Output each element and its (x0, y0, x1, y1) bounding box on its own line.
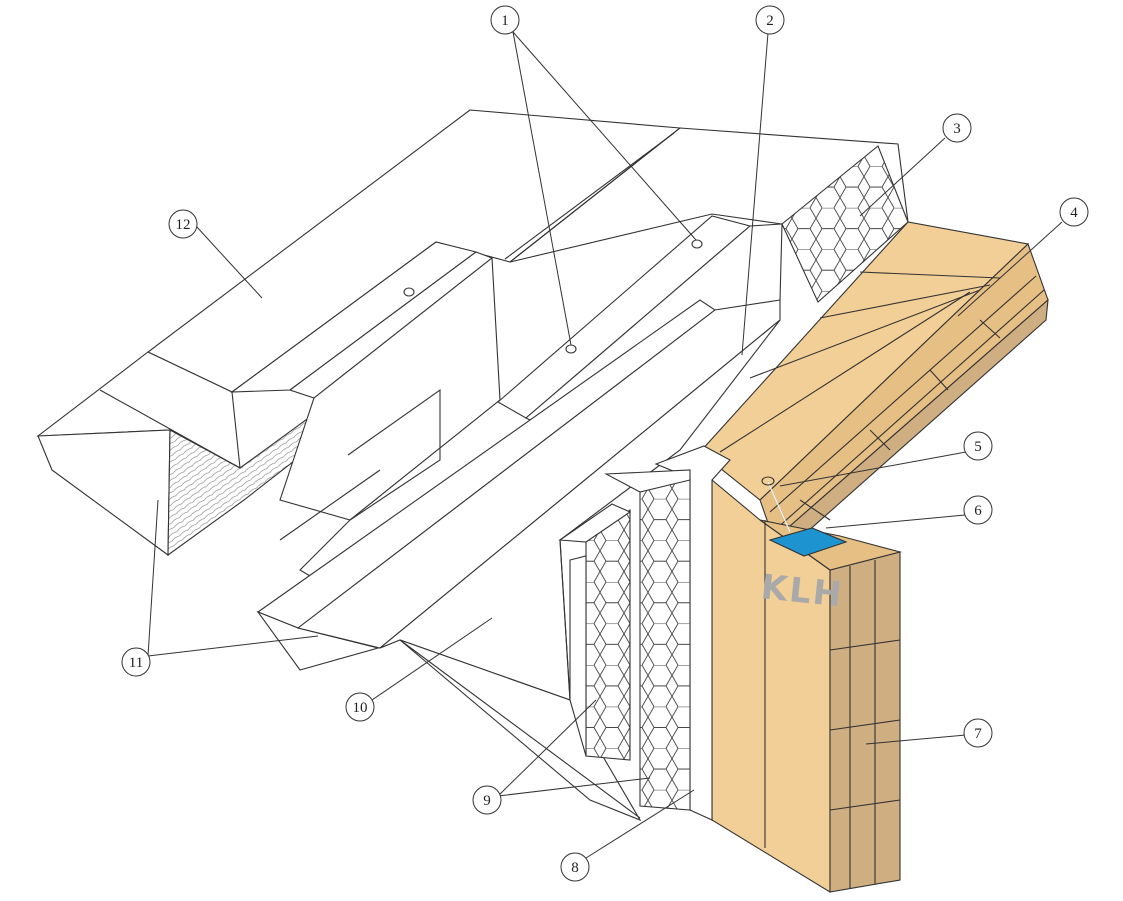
callout-7: 7 (963, 718, 993, 748)
klh-brand-logo: KLH (759, 567, 845, 615)
clt-wall-panel: KLH (711, 478, 903, 893)
callout-12: 12 (168, 209, 198, 239)
callout-3: 3 (942, 113, 972, 143)
leader-lines (147, 31, 1063, 859)
batten-strip-left (230, 241, 494, 399)
callout-2: 2 (755, 5, 785, 35)
svg-text:4: 4 (1070, 205, 1078, 221)
clt-roof-panel (699, 221, 1049, 557)
svg-text:11: 11 (129, 655, 143, 671)
insulation-wall-inner (558, 503, 632, 761)
callout-5: 5 (963, 431, 993, 461)
fastening-screw-icon (761, 476, 791, 533)
svg-text:2: 2 (766, 13, 774, 29)
svg-text:1: 1 (501, 13, 509, 29)
screw-hole-icon (403, 287, 415, 297)
svg-text:12: 12 (176, 217, 191, 233)
svg-text:5: 5 (974, 439, 982, 455)
callout-6: 6 (963, 495, 993, 525)
svg-text:3: 3 (953, 121, 961, 137)
callout-11: 11 (121, 647, 151, 677)
svg-text:9: 9 (483, 793, 491, 809)
svg-text:10: 10 (353, 700, 368, 716)
svg-text:7: 7 (974, 726, 982, 742)
svg-text:6: 6 (974, 503, 982, 519)
callout-1: 1 (490, 5, 520, 35)
callout-10: 10 (345, 692, 375, 722)
svg-text:8: 8 (571, 860, 579, 876)
callout-8: 8 (560, 852, 590, 882)
callout-9: 9 (472, 785, 502, 815)
insulation-wall-outer (603, 469, 691, 811)
sealing-tape (768, 527, 848, 557)
callout-4: 4 (1059, 197, 1089, 227)
roof-covering-sheet (146, 109, 909, 393)
fascia-board-right (256, 299, 781, 671)
screw-hole-icon (691, 239, 703, 249)
